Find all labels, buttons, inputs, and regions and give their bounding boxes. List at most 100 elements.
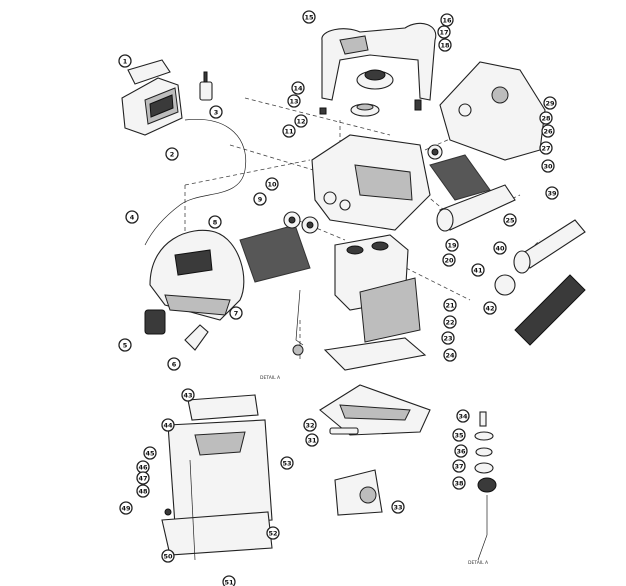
callout-number: 14 — [293, 84, 303, 92]
callout-12: 12 — [294, 114, 308, 128]
callout-number: 36 — [456, 447, 466, 455]
callout-number: 6 — [172, 360, 177, 368]
callout-number: 42 — [485, 304, 494, 312]
callout-circle — [302, 10, 316, 24]
callout-8: 8 — [208, 215, 222, 229]
callout-42: 42 — [483, 301, 497, 315]
callout-number: 17 — [439, 28, 448, 36]
callout-circle — [445, 238, 459, 252]
callout-circle — [440, 13, 454, 27]
callout-circle — [541, 159, 555, 173]
callout-circle — [291, 81, 305, 95]
power-supply-unit — [121, 59, 183, 136]
callout-circle — [118, 338, 132, 352]
side-panel-assembly — [439, 61, 546, 161]
callout-circle — [136, 471, 150, 485]
callout-3: 3 — [209, 105, 223, 119]
callout-circle — [437, 25, 451, 39]
callout-36: 36 — [454, 444, 468, 458]
callout-47: 47 — [136, 471, 150, 485]
callout-22: 22 — [443, 315, 457, 329]
callout-49: 49 — [119, 501, 133, 515]
callout-number: 38 — [454, 479, 464, 487]
callout-16: 16 — [440, 13, 454, 27]
callout-2: 2 — [165, 147, 179, 161]
callout-number: 27 — [541, 144, 550, 152]
callout-number: 51 — [224, 578, 234, 586]
callout-circle — [253, 192, 267, 206]
callout-circle — [265, 177, 279, 191]
callout-number: 31 — [307, 436, 317, 444]
callout-circle — [503, 213, 517, 227]
bottom-cover — [319, 384, 431, 436]
callout-number: 48 — [138, 487, 148, 495]
callout-15: 15 — [302, 10, 316, 24]
callout-number: 18 — [440, 41, 450, 49]
callout-number: 26 — [543, 127, 553, 135]
callout-32: 32 — [303, 418, 317, 432]
callout-number: 32 — [305, 421, 314, 429]
callout-number: 11 — [284, 127, 294, 135]
callout-number: 2 — [170, 150, 175, 158]
callout-33: 33 — [391, 500, 405, 514]
floating-cable — [144, 119, 247, 246]
callout-51: 51 — [222, 575, 236, 586]
callout-circle — [229, 306, 243, 320]
callout-43: 43 — [181, 388, 195, 402]
callout-34: 34 — [456, 409, 470, 423]
callout-number: 4 — [130, 213, 135, 221]
callout-41: 41 — [471, 263, 485, 277]
callout-10: 10 — [265, 177, 279, 191]
gear-set — [283, 144, 443, 234]
callout-circle — [287, 94, 301, 108]
callout-number: 8 — [213, 218, 218, 226]
callout-50: 50 — [161, 549, 175, 563]
callout-circle — [441, 331, 455, 345]
callout-number: 13 — [289, 97, 298, 105]
callout-number: 20 — [444, 256, 454, 264]
callout-circle — [443, 298, 457, 312]
callout-circle — [119, 501, 133, 515]
detail-a-side-caption: DETAIL A — [468, 560, 489, 566]
callout-number: 9 — [258, 195, 263, 203]
callout-circle — [181, 388, 195, 402]
impeller-assembly — [319, 99, 422, 117]
callout-circle — [541, 124, 555, 138]
callout-circle — [391, 500, 405, 514]
callout-number: 37 — [454, 462, 463, 470]
callout-circle — [208, 215, 222, 229]
callout-25: 25 — [503, 213, 517, 227]
callout-11: 11 — [282, 124, 296, 138]
callout-number: 34 — [458, 412, 468, 420]
callout-number: 1 — [123, 57, 128, 65]
callout-number: 29 — [545, 99, 555, 107]
callout-number: 7 — [234, 309, 239, 317]
callout-circle — [452, 476, 466, 490]
callout-circle — [222, 575, 236, 586]
callout-circle — [543, 96, 557, 110]
callout-circle — [209, 105, 223, 119]
motor-unit — [334, 469, 383, 516]
callout-18: 18 — [438, 38, 452, 52]
callout-21: 21 — [443, 298, 457, 312]
callout-circle — [539, 111, 553, 125]
callout-9: 9 — [253, 192, 267, 206]
callout-circle — [266, 526, 280, 540]
callout-35: 35 — [452, 428, 466, 442]
callout-46: 46 — [136, 460, 150, 474]
callout-circle — [136, 484, 150, 498]
callout-number: 10 — [267, 180, 277, 188]
callout-number: 23 — [443, 334, 452, 342]
callout-29: 29 — [543, 96, 557, 110]
callout-circle — [294, 114, 308, 128]
callout-7: 7 — [229, 306, 243, 320]
detail-a-caption: DETAIL A — [260, 375, 281, 381]
callout-number: 5 — [123, 341, 128, 349]
callout-circle — [483, 301, 497, 315]
callout-44: 44 — [161, 418, 175, 432]
callout-circle — [280, 456, 294, 470]
callout-number: 52 — [268, 529, 277, 537]
drive-tracks — [239, 154, 491, 283]
callout-number: 25 — [505, 216, 515, 224]
